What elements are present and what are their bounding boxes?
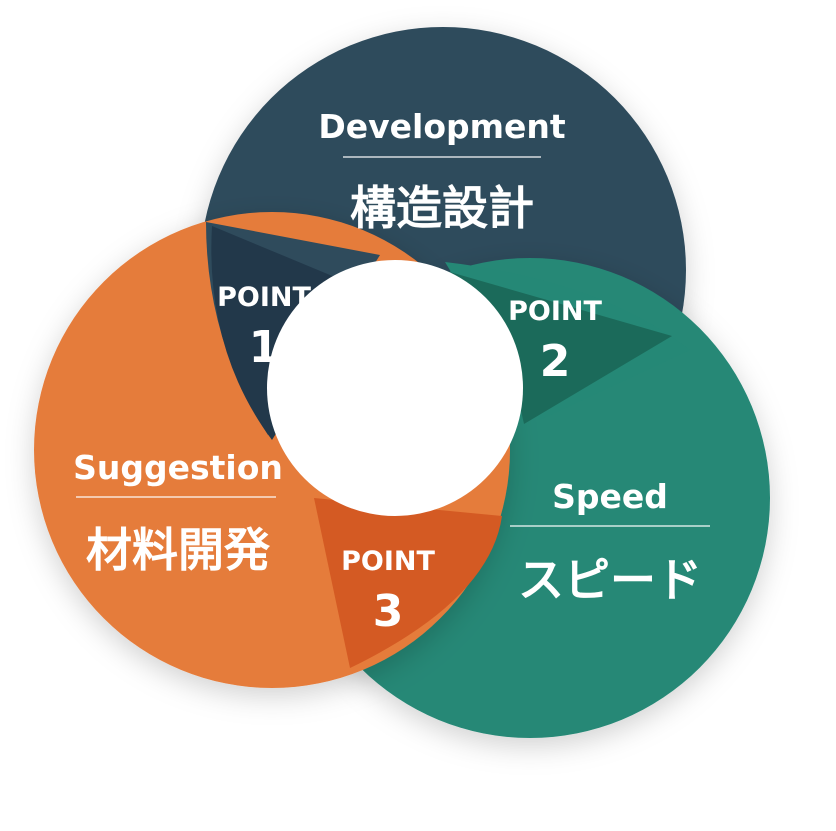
point-2-word: POINT [508,296,602,327]
suggestion-jp-label: 材料開発 [86,523,271,577]
point-1-number: 1 [249,322,280,373]
point-2-wedge [436,268,672,424]
point-1-word: POINT [217,282,311,313]
speed-en-label: Speed [552,477,668,516]
point-3-wedge [314,498,502,668]
point-2-number: 2 [540,336,571,387]
point-3-word: POINT [341,546,435,577]
development-jp-label: 構造設計 [350,181,534,235]
center-hole [267,260,523,516]
development-en-label: Development [318,107,566,146]
suggestion-en-label: Suggestion [73,448,283,487]
speed-jp-label: スピード [518,553,702,607]
point-3-number: 3 [373,586,404,637]
